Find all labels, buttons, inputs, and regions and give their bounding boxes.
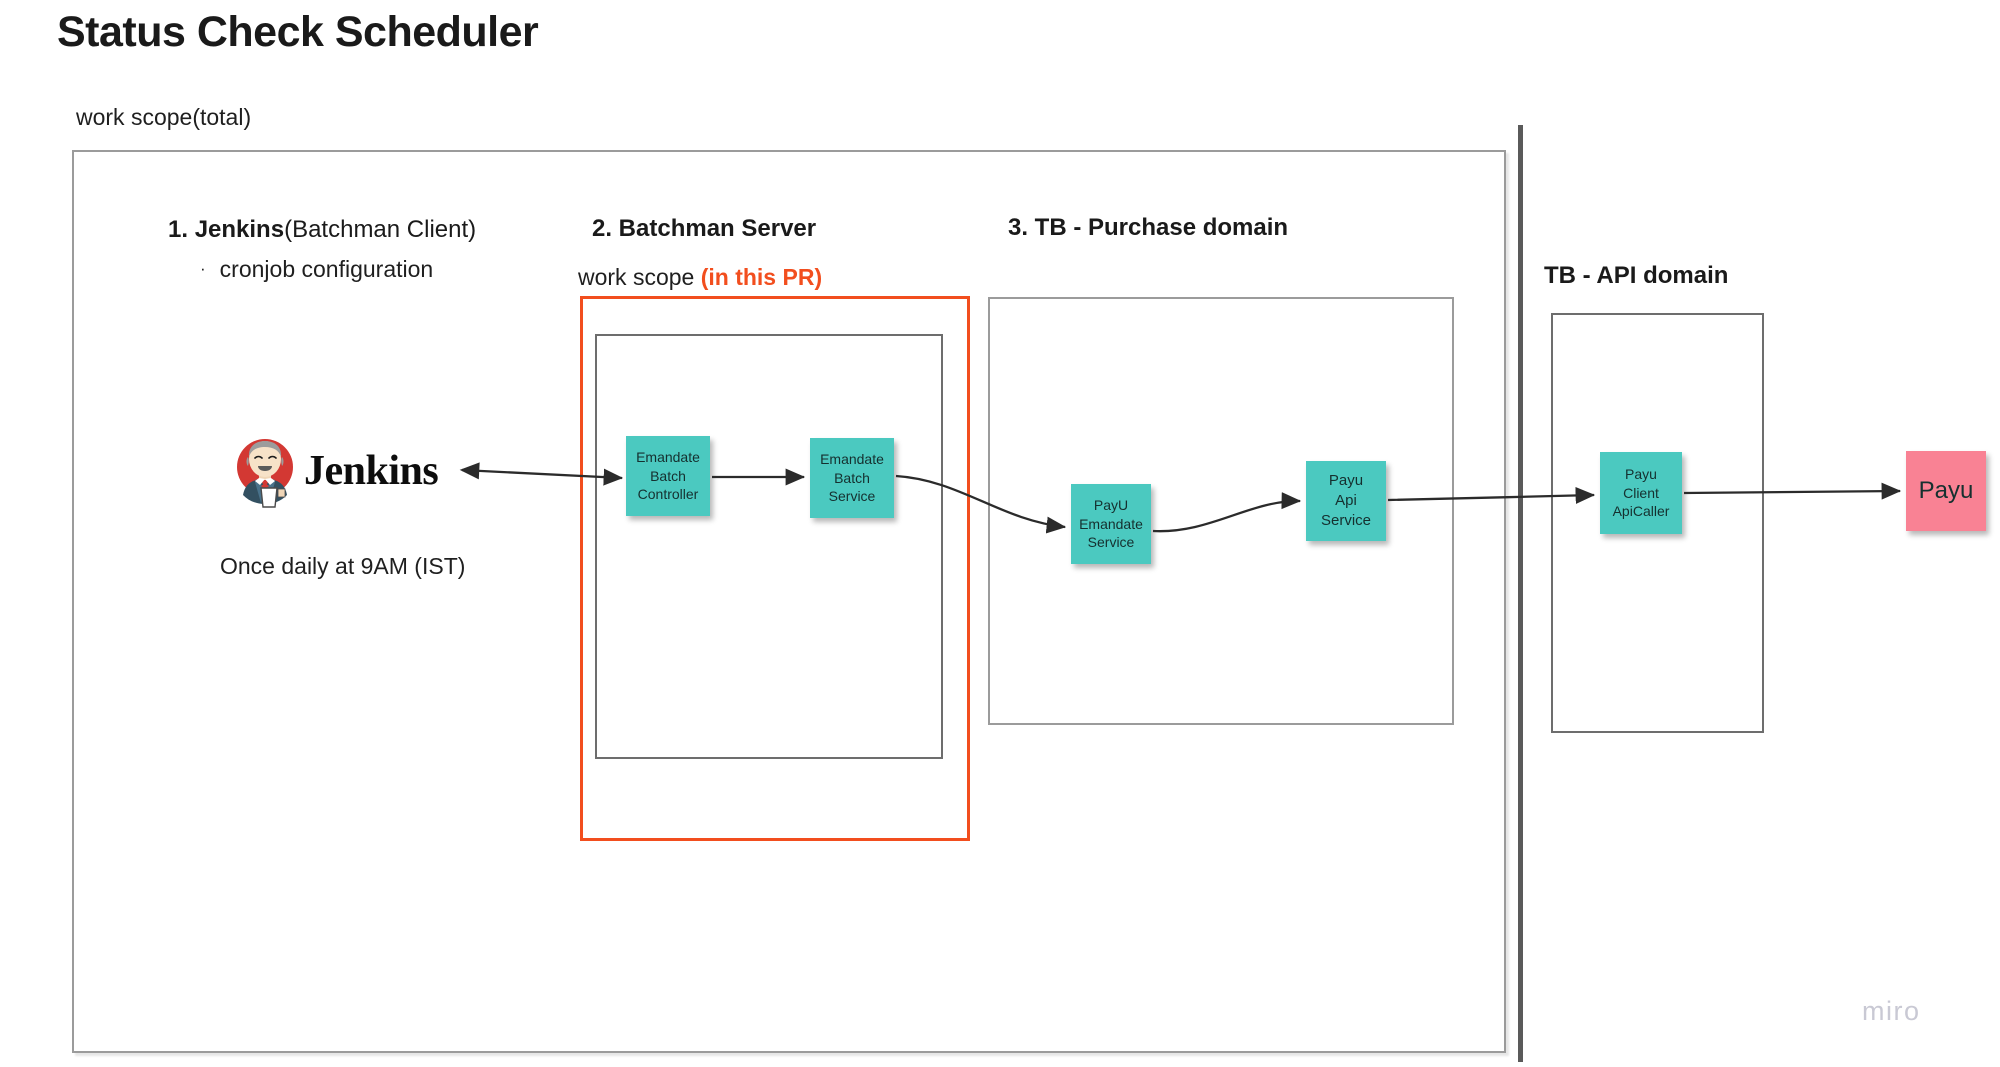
jenkins-wordmark: Jenkins — [304, 448, 439, 494]
section-heading-batchman: 2. Batchman Server — [592, 215, 817, 242]
work-scope-pr-prefix: work scope — [578, 264, 701, 290]
node-line: Client — [1623, 484, 1659, 501]
section-jenkins-suffix: (Batchman Client) — [284, 216, 477, 243]
node-line: Payu — [1625, 466, 1657, 483]
schedule-note: Once daily at 9AM (IST) — [220, 553, 466, 579]
section-jenkins-name: Jenkins — [194, 216, 285, 243]
node-line: Service — [1320, 511, 1372, 529]
node-emandate-batch-service[interactable]: Emandate Batch Service — [810, 438, 894, 518]
work-scope-pr-container — [580, 296, 970, 841]
miro-watermark: miro — [1862, 996, 1921, 1026]
jenkins-butler-icon — [237, 439, 293, 508]
bullet-dot-icon: · — [200, 259, 206, 278]
node-line: Emandate — [820, 451, 884, 468]
section-heading-api-domain: TB - API domain — [1544, 262, 1729, 289]
work-scope-pr-accent: (in this PR) — [700, 264, 823, 290]
api-domain-container — [1551, 313, 1764, 733]
node-line: Emandate — [636, 449, 700, 466]
node-payu-api-service[interactable]: Payu Api Service — [1306, 461, 1386, 541]
node-line: Batch — [834, 469, 870, 486]
jenkins-bullet-item: · cronjob configuration — [200, 256, 433, 283]
node-emandate-batch-controller[interactable]: Emandate Batch Controller — [626, 436, 710, 516]
node-line: ApiCaller — [1612, 503, 1670, 520]
jenkins-bullet-text: cronjob configuration — [219, 256, 434, 282]
node-payu-external[interactable]: Payu — [1906, 451, 1986, 531]
section-heading-purchase-domain: 3. TB - Purchase domain — [1008, 214, 1289, 241]
node-payu-client-apicaller[interactable]: Payu Client ApiCaller — [1600, 452, 1682, 534]
node-payu-emandate-service[interactable]: PayU Emandate Service — [1071, 484, 1151, 564]
node-line: Api — [1335, 492, 1357, 510]
node-line: Service — [1087, 534, 1135, 551]
domain-divider — [1518, 125, 1523, 1062]
page-title: Status Check Scheduler — [57, 8, 539, 56]
work-scope-pr-label: work scope (in this PR) — [578, 264, 822, 291]
work-scope-total-container — [72, 150, 1506, 1053]
node-line: Payu — [1328, 472, 1364, 490]
jenkins-logo: Jenkins — [232, 430, 467, 512]
work-scope-total-label: work scope(total) — [76, 104, 252, 130]
node-line: Service — [828, 488, 876, 505]
node-line: PayU — [1093, 497, 1129, 514]
node-line: Emandate — [1079, 515, 1143, 532]
section-heading-jenkins: 1. Jenkins(Batchman Client) — [168, 216, 476, 244]
batchman-server-container — [595, 334, 943, 759]
section-jenkins-number: 1. — [168, 216, 195, 243]
node-line: Controller — [637, 486, 699, 503]
node-line: Batch — [650, 467, 686, 484]
node-line: Payu — [1918, 477, 1974, 505]
